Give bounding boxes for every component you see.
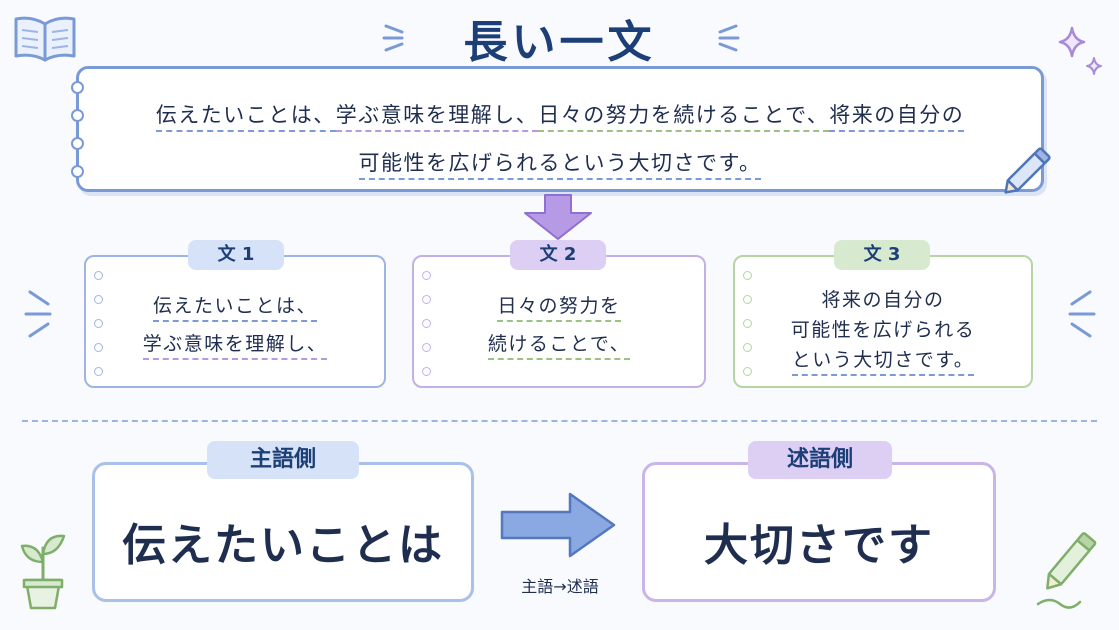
subject-label: 主語側 xyxy=(207,441,359,479)
binder-dot xyxy=(422,271,431,280)
binder-ring xyxy=(71,165,84,178)
sentence-2-label: 文 2 xyxy=(510,240,606,270)
segment-4: 将来の自分の xyxy=(829,103,965,132)
binder-ring xyxy=(71,81,84,94)
sentence-card-2: 日々の努力を 続けることで、 xyxy=(412,255,706,388)
open-book-icon xyxy=(14,16,76,62)
binder-dot xyxy=(94,319,103,328)
potted-plant-icon xyxy=(20,534,66,610)
binder-dot xyxy=(94,295,103,304)
sentence-card-3: 将来の自分の 可能性を広げられる という大切さです。 xyxy=(733,255,1033,388)
binder-dot xyxy=(743,343,752,352)
long-sentence-line-1: 伝えたいことは、学ぶ意味を理解し、日々の努力を続けることで、将来の自分の xyxy=(79,99,1041,132)
pencil-icon xyxy=(1004,147,1051,194)
predicate-label: 述語側 xyxy=(748,441,892,479)
binder-dot xyxy=(94,343,103,352)
card-3-line-3: という大切さです。 xyxy=(745,345,1021,376)
title-burst-right-icon xyxy=(718,24,740,52)
right-arrow-icon xyxy=(500,492,616,558)
binder-dot xyxy=(94,271,103,280)
predicate-text: 大切さです xyxy=(704,520,934,571)
binder-dot xyxy=(422,343,431,352)
split-down-arrow-icon xyxy=(524,194,592,240)
long-sentence-box: 伝えたいことは、学ぶ意味を理解し、日々の努力を続けることで、将来の自分の 可能性… xyxy=(71,66,1044,192)
binder-dot xyxy=(743,295,752,304)
arrow-label: 主語→述語 xyxy=(521,577,599,596)
sparkle-icon xyxy=(1058,26,1102,75)
segment-1: 伝えたいことは、 xyxy=(155,103,336,132)
card-2-line-1: 日々の努力を xyxy=(424,291,694,322)
section-divider xyxy=(22,420,1097,422)
burst-right-icon xyxy=(1068,290,1096,338)
sentence-card-1: 伝えたいことは、 学ぶ意味を理解し、 xyxy=(84,255,386,388)
predicate-box: 大切さです xyxy=(642,462,996,602)
page-title: 長い一文 xyxy=(463,17,656,68)
card-2-line-2: 続けることで、 xyxy=(424,329,694,360)
sentence-1-label: 文 1 xyxy=(188,240,284,270)
sentence-3-label: 文 3 xyxy=(834,240,930,270)
title-burst-left-icon xyxy=(382,24,404,52)
long-sentence-line-2: 可能性を広げられるという大切さです。 xyxy=(79,147,1041,180)
binder-ring xyxy=(71,109,84,122)
burst-left-icon xyxy=(24,290,52,338)
card-3-line-2: 可能性を広げられる xyxy=(790,319,976,341)
segment-3: 日々の努力を続けることで、 xyxy=(538,103,830,132)
binder-dot xyxy=(422,319,431,328)
binder-dot xyxy=(422,295,431,304)
card-3-line-1: 将来の自分の xyxy=(821,289,945,311)
binder-dot xyxy=(743,367,752,376)
subject-box: 伝えたいことは xyxy=(92,462,474,602)
binder-dot xyxy=(94,367,103,376)
binder-dot xyxy=(422,367,431,376)
binder-ring xyxy=(71,137,84,150)
card-1-line-2: 学ぶ意味を理解し、 xyxy=(96,329,374,360)
subject-text: 伝えたいことは xyxy=(122,520,444,571)
green-pencil-icon xyxy=(1036,532,1097,609)
binder-dot xyxy=(743,271,752,280)
segment-2: 学ぶ意味を理解し、 xyxy=(335,103,539,132)
binder-dot xyxy=(743,319,752,328)
segment-5: 可能性を広げられるという大切さです。 xyxy=(358,151,762,180)
card-1-line-1: 伝えたいことは、 xyxy=(96,291,374,322)
